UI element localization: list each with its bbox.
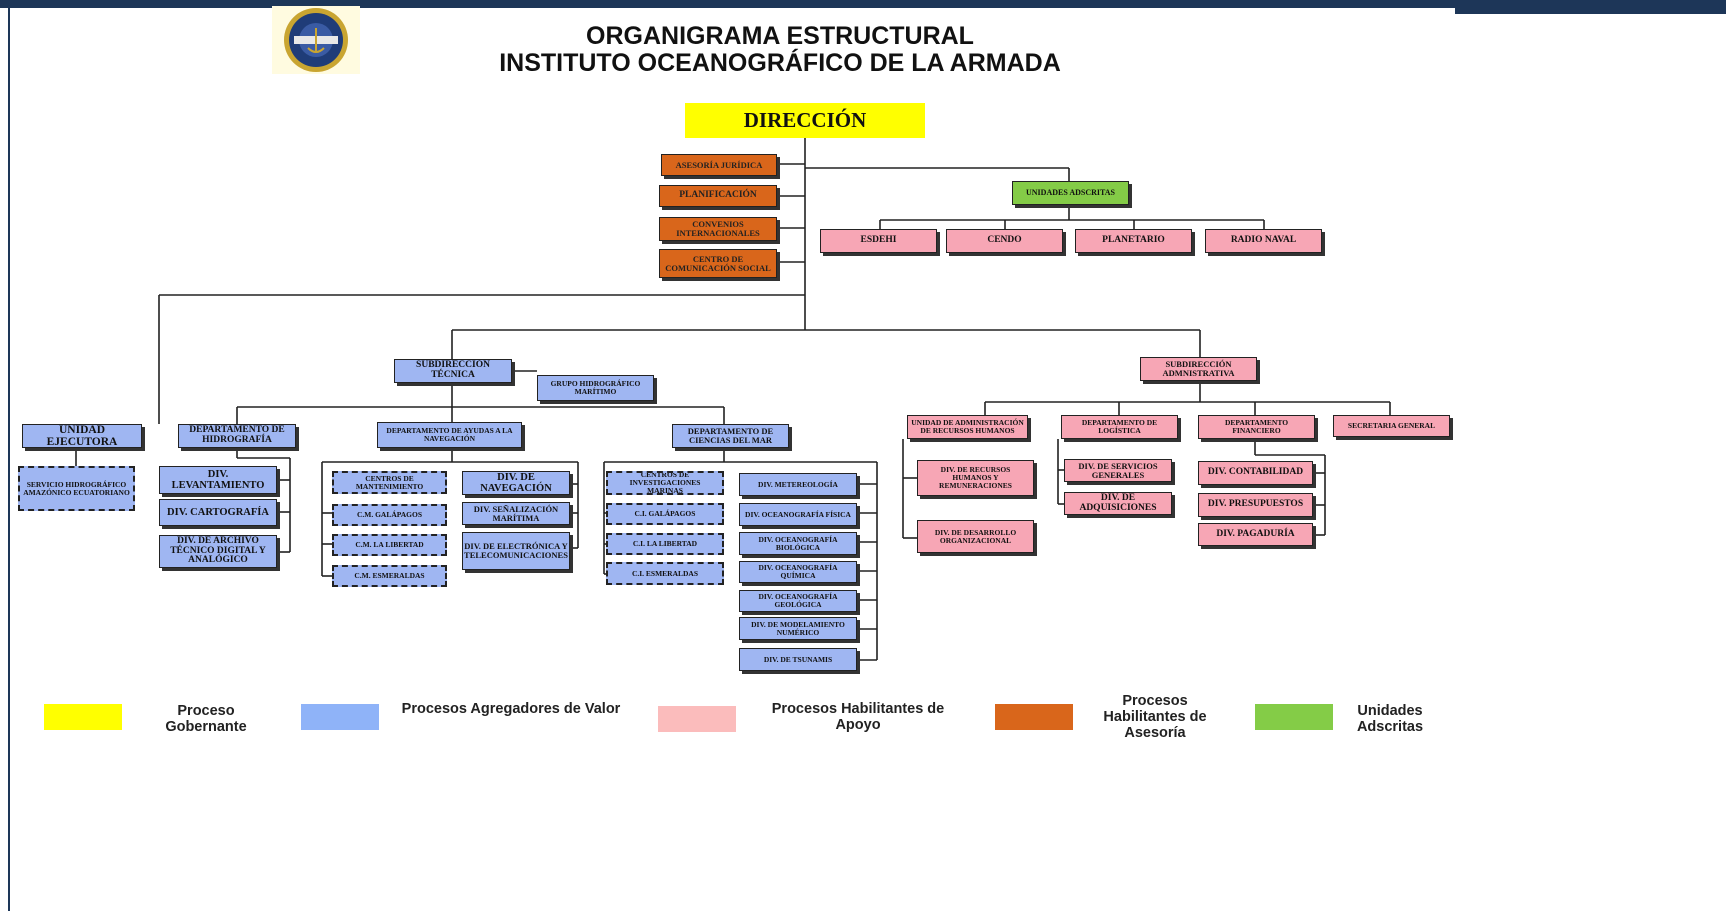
node-unidad-ejecutora: UNIDAD EJECUTORA (22, 424, 142, 448)
node-planificacion: PLANIFICACIÓN (659, 185, 777, 207)
legend-label-gobernante: Proceso Gobernante (165, 703, 247, 735)
node-centros-mantenimiento: CENTROS DE MANTENIMIENTO (332, 471, 447, 494)
node-dep-ayudas-navegacion: DEPARTAMENTO DE AYUDAS A LA NAVEGACIÓN (377, 422, 522, 448)
node-dep-logistica: DEPARTAMENTO DE LOGÍSTICA (1061, 415, 1178, 439)
node-cm-galapagos: C.M. GALÁPAGOS (332, 504, 447, 526)
chart-title-line1: ORGANIGRAMA ESTRUCTURAL (586, 22, 974, 50)
node-centros-investigaciones: CENTROS DE INVESTIGACIONES MARINAS (606, 471, 724, 495)
node-centro-comunicacion-social: CENTRO DE COMUNICACIÓN SOCIAL (659, 249, 777, 278)
node-div-servicios-generales: DIV. DE SERVICIOS GENERALES (1064, 459, 1172, 482)
legend-swatch-gobernante (44, 704, 122, 730)
legend-swatch-agregadores (301, 704, 379, 730)
node-direccion: DIRECCIÓN (685, 103, 925, 138)
node-radio-naval: RADIO NAVAL (1205, 229, 1322, 253)
node-planetario: PLANETARIO (1075, 229, 1192, 253)
node-esdehi: ESDEHI (820, 229, 937, 253)
node-subdireccion-tecnica: SUBDIRECCIÓN TÉCNICA (394, 359, 512, 383)
node-servicio-hidrografico: SERVICIO HIDROGRÁFICO AMAZÓNICO ECUATORI… (18, 466, 135, 511)
node-div-levantamiento: DIV. LEVANTAMIENTO (159, 466, 277, 494)
node-div-cartografia: DIV. CARTOGRAFÍA (159, 499, 277, 526)
node-div-adquisiciones: DIV. DE ADQUISICIONES (1064, 492, 1172, 515)
legend-label-adscritas: Unidades Adscritas (1356, 703, 1424, 735)
node-div-oceanografia-fisica: DIV. OCEANOGRAFÍA FÍSICA (739, 503, 857, 526)
node-grupo-hidrografico: GRUPO HIDROGRÁFICO MARÍTIMO (537, 375, 654, 401)
node-dep-ciencias-mar: DEPARTAMENTO DE CIENCIAS DEL MAR (672, 424, 789, 448)
node-div-recursos-humanos: DIV. DE RECURSOS HUMANOS Y REMUNERACIONE… (917, 460, 1034, 496)
node-ci-galapagos: C.I. GALÁPAGOS (606, 503, 724, 525)
node-asesoria-juridica: ASESORÍA JURÍDICA (661, 154, 777, 176)
node-dep-hidrografia: DEPARTAMENTO DE HIDROGRAFÍA (178, 424, 296, 448)
top-border-bar (0, 0, 1726, 8)
node-div-archivo-tecnico: DIV. DE ARCHIVO TÉCNICO DIGITAL Y ANALÓG… (159, 535, 277, 568)
node-dep-financiero: DEPARTAMENTO FINANCIERO (1198, 415, 1315, 439)
navy-seal-logo (272, 6, 360, 74)
node-div-oceanografia-quimica: DIV. OCEANOGRAFÍA QUÍMICA (739, 561, 857, 583)
node-div-contabilidad: DIV. CONTABILIDAD (1198, 461, 1313, 485)
node-ci-la-libertad: C.I. LA LIBERTAD (606, 533, 724, 555)
node-unidad-recursos-humanos: UNIDAD DE ADMINISTRACIÓN DE RECURSOS HUM… (907, 415, 1028, 439)
page-frame (8, 8, 1456, 911)
node-unidades-adscritas: UNIDADES ADSCRITAS (1012, 181, 1129, 205)
node-cendo: CENDO (946, 229, 1063, 253)
legend-label-asesoria: Procesos Habilitantes de Asesoría (1103, 693, 1207, 741)
node-cm-la-libertad: C.M. LA LIBERTAD (332, 534, 447, 556)
node-ci-esmeraldas: C.I. ESMERALDAS (606, 562, 724, 585)
chart-title-line2: INSTITUTO OCEANOGRÁFICO DE LA ARMADA (499, 49, 1061, 77)
legend-swatch-adscritas (1255, 704, 1333, 730)
node-secretaria-general: SECRETARIA GENERAL (1333, 415, 1450, 437)
node-div-modelamiento-numerico: DIV. DE MODELAMIENTO NUMÉRICO (739, 617, 857, 640)
legend-swatch-asesoria (995, 704, 1073, 730)
node-div-pagaduria: DIV. PAGADURÍA (1198, 523, 1313, 546)
node-convenios-internacionales: CONVENIOS INTERNACIONALES (659, 217, 777, 241)
node-subdireccion-administrativa: SUBDIRECCIÓN ADMNISTRATIVA (1140, 357, 1257, 381)
legend-swatch-habilitantes-apoyo (658, 706, 736, 732)
node-div-navegacion: DIV. DE NAVEGACIÓN (462, 471, 570, 495)
legend-label-agregadores: Procesos Agregadores de Valor (401, 701, 621, 717)
node-div-metereologia: DIV. METEREOLOGÍA (739, 473, 857, 496)
legend-label-habilitantes-apoyo: Procesos Habilitantes de Apoyo (771, 701, 945, 733)
node-div-presupuestos: DIV. PRESUPUESTOS (1198, 493, 1313, 517)
node-div-oceanografia-biologica: DIV. OCEANOGRAFÍA BIOLÓGICA (739, 532, 857, 555)
top-right-bar (1455, 8, 1726, 14)
node-div-senalizacion-maritima: DIV. SEÑALIZACIÓN MARÍTIMA (462, 502, 570, 525)
node-div-oceanografia-geologica: DIV. OCEANOGRAFÍA GEOLÓGICA (739, 590, 857, 612)
node-div-desarrollo-organizacional: DIV. DE DESARROLLO ORGANIZACIONAL (917, 520, 1034, 553)
node-div-electronica-telecom: DIV. DE ELECTRÓNICA Y TELECOMUNICACIONES (462, 532, 570, 570)
node-div-tsunamis: DIV. DE TSUNAMIS (739, 648, 857, 671)
node-cm-esmeraldas: C.M. ESMERALDAS (332, 565, 447, 587)
